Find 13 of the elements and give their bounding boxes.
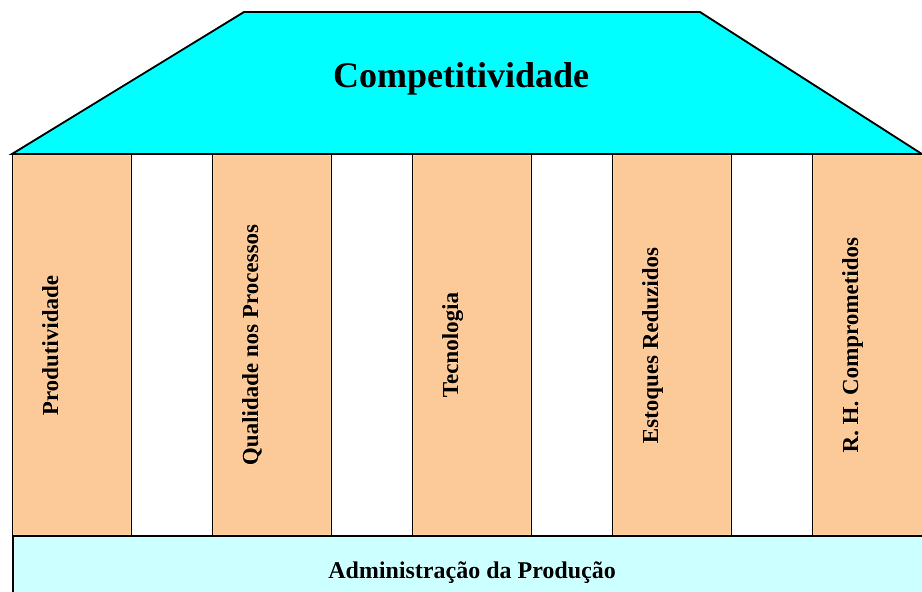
pillar-label: Produtividade: [39, 274, 62, 416]
pillar: [12, 155, 132, 535]
pillar-label: Tecnologia: [439, 292, 462, 398]
foundation-band: [12, 535, 922, 592]
pillar: [212, 155, 332, 535]
pillar: [812, 155, 922, 535]
pillar-label: Estoques Reduzidos: [639, 246, 662, 444]
pillar-label: Qualidade nos Processos: [239, 224, 262, 466]
pillar: [612, 155, 732, 535]
pillar-label: R. H. Comprometidos: [839, 237, 862, 453]
pillar: [412, 155, 532, 535]
foundation-label: Administração da Produção: [328, 559, 616, 586]
roof-title: Competitividade: [333, 56, 589, 92]
